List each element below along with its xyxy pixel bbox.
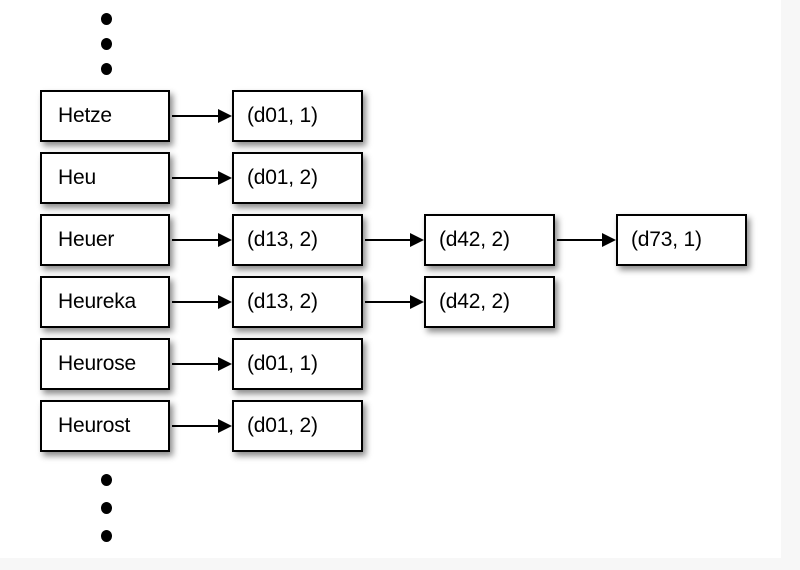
ellipsis-top-dot	[101, 38, 112, 50]
edge-line	[172, 301, 218, 303]
edge-line	[172, 177, 218, 179]
edge-line	[172, 425, 218, 427]
term-label: Heureka	[58, 290, 136, 313]
posting-node[interactable]: (d13, 2)	[232, 214, 363, 266]
term-label: Heurose	[58, 352, 136, 375]
posting-label: (d01, 1)	[247, 352, 318, 375]
posting-node[interactable]: (d01, 2)	[232, 152, 363, 204]
arrowhead-icon	[410, 295, 424, 309]
term-node[interactable]: Heurost	[40, 400, 170, 452]
edge-line	[172, 115, 218, 117]
term-label: Heuer	[58, 228, 115, 251]
ellipsis-top-dot	[101, 63, 112, 75]
arrowhead-icon	[218, 357, 232, 371]
term-label: Hetze	[58, 104, 112, 127]
term-node[interactable]: Heuer	[40, 214, 170, 266]
term-label: Heu	[58, 166, 96, 189]
arrowhead-icon	[218, 233, 232, 247]
arrowhead-icon	[218, 295, 232, 309]
posting-node[interactable]: (d13, 2)	[232, 276, 363, 328]
ellipsis-bottom-dot	[101, 502, 112, 514]
ellipsis-bottom-dot	[101, 530, 112, 542]
posting-node[interactable]: (d42, 2)	[424, 214, 555, 266]
posting-node[interactable]: (d01, 1)	[232, 90, 363, 142]
term-node[interactable]: Heureka	[40, 276, 170, 328]
ellipsis-top-dot	[101, 13, 112, 25]
arrowhead-icon	[410, 233, 424, 247]
posting-node[interactable]: (d42, 2)	[424, 276, 555, 328]
posting-node[interactable]: (d01, 2)	[232, 400, 363, 452]
edge-line	[365, 239, 410, 241]
term-node[interactable]: Heurose	[40, 338, 170, 390]
edge-line	[172, 363, 218, 365]
posting-label: (d42, 2)	[439, 290, 510, 313]
posting-label: (d13, 2)	[247, 228, 318, 251]
posting-label: (d13, 2)	[247, 290, 318, 313]
posting-label: (d01, 2)	[247, 414, 318, 437]
arrowhead-icon	[218, 109, 232, 123]
edge-line	[557, 239, 602, 241]
arrowhead-icon	[602, 233, 616, 247]
posting-node[interactable]: (d73, 1)	[616, 214, 747, 266]
posting-node[interactable]: (d01, 1)	[232, 338, 363, 390]
edge-line	[172, 239, 218, 241]
ellipsis-bottom-dot	[101, 474, 112, 486]
posting-label: (d42, 2)	[439, 228, 510, 251]
posting-label: (d01, 1)	[247, 104, 318, 127]
arrowhead-icon	[218, 419, 232, 433]
term-node[interactable]: Hetze	[40, 90, 170, 142]
edge-line	[365, 301, 410, 303]
term-label: Heurost	[58, 414, 131, 437]
posting-label: (d73, 1)	[631, 228, 702, 251]
term-node[interactable]: Heu	[40, 152, 170, 204]
arrowhead-icon	[218, 171, 232, 185]
posting-label: (d01, 2)	[247, 166, 318, 189]
